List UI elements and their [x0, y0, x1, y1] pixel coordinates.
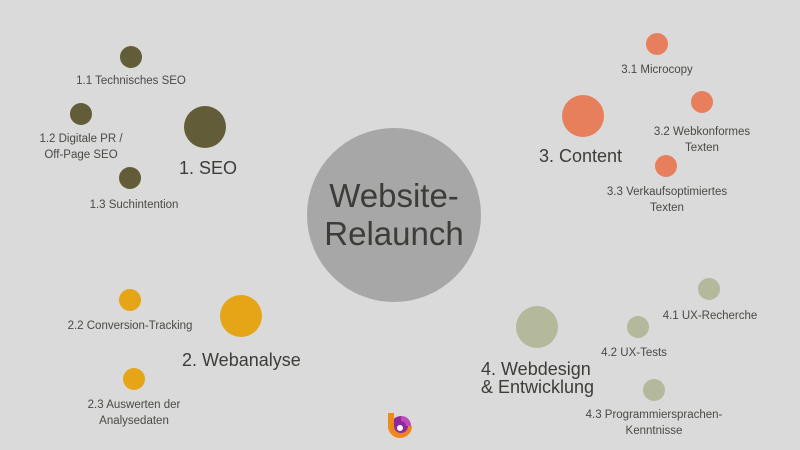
seo-sub-3-label: 1.3 Suchintention	[89, 199, 179, 211]
center-node-website-relaunch: Website- Relaunch	[307, 128, 481, 302]
webanalyse-sub-3-label: 2.3 Auswerten der Analysedaten	[87, 399, 181, 427]
center-title-line2: Relaunch	[324, 215, 464, 252]
webanalyse-sub-2-label: 2.2 Conversion-Tracking	[67, 320, 193, 332]
content-sub-2-label: 3.2 Webkonformes Texten	[653, 126, 751, 154]
content-main-dot	[562, 95, 604, 137]
content-sub-3-dot	[655, 155, 677, 177]
webdesign-sub-3-dot	[643, 379, 665, 401]
seo-sub-2-dot	[70, 103, 92, 125]
webdesign-main-dot	[516, 306, 558, 348]
center-title-line1: Website-	[329, 177, 459, 214]
content-main-label: 3. Content	[539, 146, 623, 166]
seo-sub-2-label: 1.2 Digitale PR / Off-Page SEO	[39, 133, 123, 161]
webdesign-main-label: 4. Webdesign & Entwicklung	[481, 359, 595, 397]
webdesign-sub-3-label: 4.3 Programmiersprachen- Kenntnisse	[585, 409, 723, 437]
seo-main-label: 1. SEO	[179, 158, 238, 178]
webdesign-sub-1-label: 4.1 UX-Recherche	[662, 310, 758, 322]
seo-sub-1-label: 1.1 Technisches SEO	[76, 75, 186, 87]
webanalyse-sub-2-dot	[119, 289, 141, 311]
webanalyse-main-label: 2. Webanalyse	[182, 350, 301, 370]
seo-main-dot	[184, 106, 226, 148]
seo-sub-3-dot	[119, 167, 141, 189]
content-sub-2-dot	[691, 91, 713, 113]
content-sub-1-dot	[646, 33, 668, 55]
webdesign-sub-2-dot	[627, 316, 649, 338]
webdesign-sub-1-dot	[698, 278, 720, 300]
content-sub-3-label: 3.3 Verkaufsoptimiertes Texten	[606, 186, 728, 214]
webanalyse-sub-3-dot	[123, 368, 145, 390]
webanalyse-main-dot	[220, 295, 262, 337]
seo-sub-1-dot	[120, 46, 142, 68]
content-sub-1-label: 3.1 Microcopy	[621, 64, 693, 76]
brand-logo-icon	[386, 410, 414, 440]
webdesign-sub-2-label: 4.2 UX-Tests	[601, 347, 667, 359]
